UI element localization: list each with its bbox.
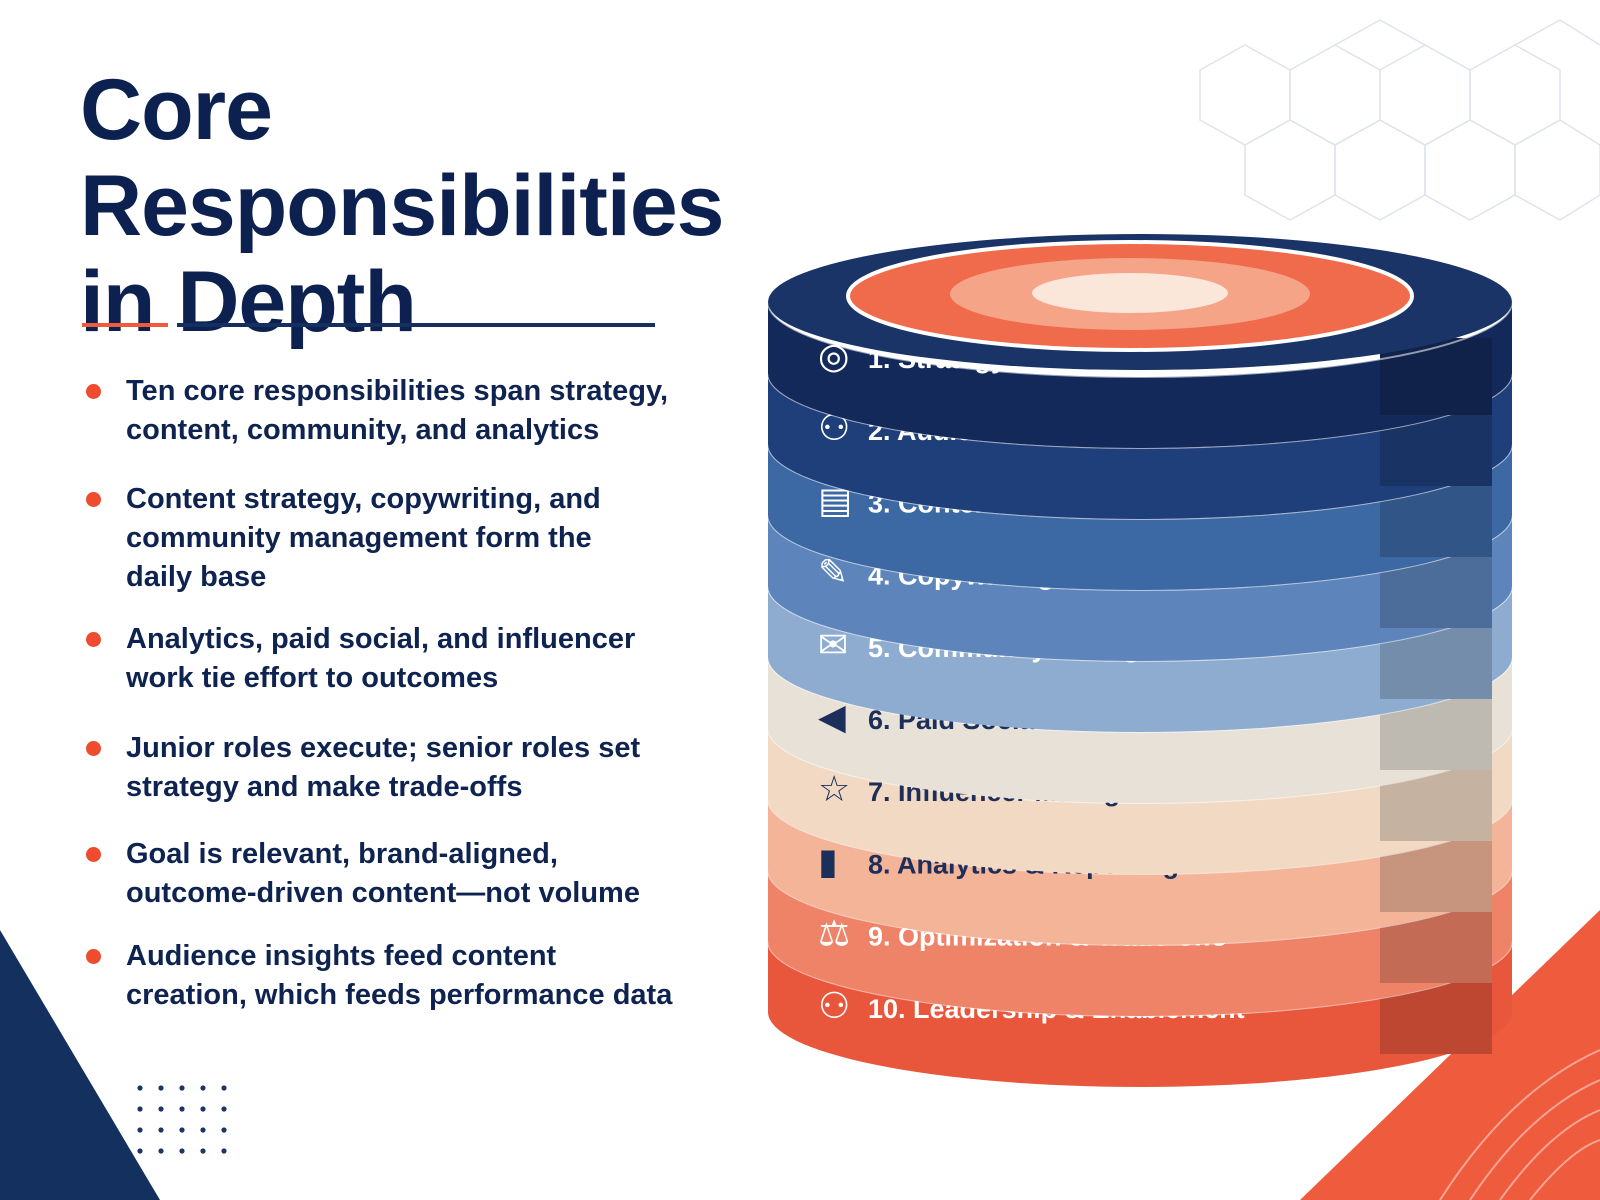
stack-layer: ◀6. Paid Social <box>767 656 1513 803</box>
bullet-item: Junior roles execute; senior roles set s… <box>80 729 680 807</box>
decoration-dot <box>137 1106 143 1112</box>
layer-body <box>768 657 1512 803</box>
bullet-dot <box>86 384 101 399</box>
navy-corner-decoration <box>0 930 160 1200</box>
layer-body <box>768 728 1512 874</box>
decoration-dot <box>158 1085 164 1091</box>
layer-edge <box>767 301 1513 378</box>
bullet-item: Content strategy, copywriting, and commu… <box>80 480 680 597</box>
layered-cylinder-diagram: ⚇10. Leadership & Enablement⚖9. Optimiza… <box>767 234 1513 1087</box>
decoration-dot <box>221 1127 227 1133</box>
decoration-dot <box>221 1148 227 1154</box>
layer-body <box>768 373 1512 519</box>
bullet-text: outcome-driven content—not volume <box>126 877 640 909</box>
bullet-text: Ten core responsibilities span strategy, <box>126 375 669 407</box>
bullet-dot <box>86 949 101 964</box>
layer-body <box>768 444 1512 590</box>
decoration-dot <box>179 1148 185 1154</box>
decoration-dot <box>179 1106 185 1112</box>
bullet-text: community management form the <box>126 522 592 554</box>
decoration-dot <box>137 1148 143 1154</box>
decoration-dot <box>200 1085 206 1091</box>
decoration-dot <box>158 1148 164 1154</box>
decoration-dot <box>179 1127 185 1133</box>
bullet-text: daily base <box>126 561 267 593</box>
decoration-dot <box>158 1127 164 1133</box>
layer-body <box>768 302 1512 448</box>
bullet-item: Analytics, paid social, and influencer w… <box>80 620 680 698</box>
bullet-text: Audience insights feed content <box>126 940 557 972</box>
bullet-text: strategy and make trade-offs <box>126 771 523 803</box>
bullet-text: Analytics, paid social, and influencer <box>126 623 636 655</box>
person-star-icon: ☆ <box>818 769 850 810</box>
orange-corner-decoration <box>1300 910 1600 1200</box>
bullet-text: creation, which feeds performance data <box>126 979 673 1011</box>
decoration-dot <box>137 1085 143 1091</box>
scales-icon: ⚖ <box>818 914 850 955</box>
decoration-dot <box>200 1148 206 1154</box>
bullet-text: Goal is relevant, brand-aligned, <box>126 838 558 870</box>
bullet-item: Audience insights feed content creation,… <box>80 937 680 1015</box>
bullet-item: Goal is relevant, brand-aligned, outcome… <box>80 835 680 913</box>
layer-body <box>768 515 1512 661</box>
bullet-dot <box>86 741 101 756</box>
decoration-dot <box>221 1106 227 1112</box>
bullet-dot <box>86 632 101 647</box>
bullet-text: content, community, and analytics <box>126 414 600 446</box>
bullet-dot <box>86 847 101 862</box>
bar-chart-icon: ▮ <box>818 841 838 882</box>
dot-grid-decoration <box>137 1085 227 1154</box>
decoration-dot <box>179 1085 185 1091</box>
cylinder-top-center <box>1032 273 1228 313</box>
bullet-list: Ten core responsibilities span strategy,… <box>80 372 680 1015</box>
layer-body <box>768 941 1512 1087</box>
bullet-dot <box>86 492 101 507</box>
megaphone-icon: ◀ <box>818 697 846 738</box>
team-icon: ⚇ <box>818 986 850 1027</box>
layer-body <box>768 870 1512 1016</box>
decoration-dot <box>200 1106 206 1112</box>
decoration-dot <box>200 1127 206 1133</box>
chat-bubbles-icon: ✉ <box>818 625 848 666</box>
title-line-1: Core Responsibilities <box>80 62 724 254</box>
decoration-dot <box>221 1085 227 1091</box>
bullet-item: Ten core responsibilities span strategy,… <box>80 372 680 450</box>
hexagon-pattern-decoration <box>1199 19 1600 221</box>
bullet-text: work tie effort to outcomes <box>126 662 499 694</box>
layer-body <box>768 799 1512 945</box>
decoration-dot <box>137 1127 143 1133</box>
layer-body <box>768 586 1512 732</box>
title-divider-accent <box>82 323 168 327</box>
bullet-text: Content strategy, copywriting, and <box>126 483 601 515</box>
title-divider <box>177 323 655 327</box>
decoration-dot <box>158 1106 164 1112</box>
bullet-text: Junior roles execute; senior roles set <box>126 732 641 764</box>
title-line-2: in Depth <box>80 254 417 350</box>
page-title: Core Responsibilities in Depth <box>80 62 780 350</box>
